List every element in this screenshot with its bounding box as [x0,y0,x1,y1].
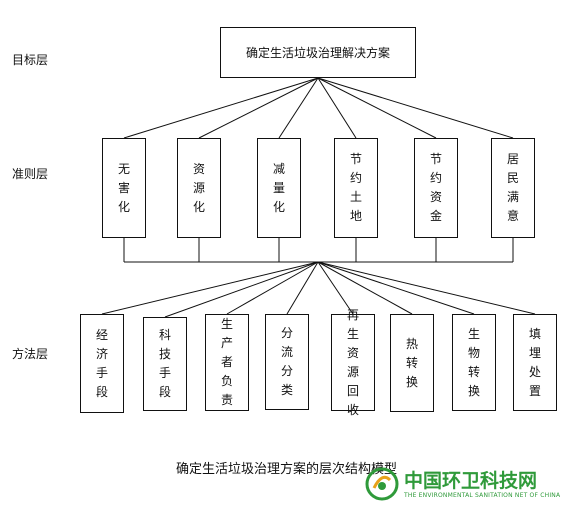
method-box: 生物转换 [452,314,496,411]
criteria-text: 资源化 [193,161,206,214]
criteria-text: 节约资金 [430,152,443,223]
method-box: 分流分类 [265,314,309,410]
method-text: 再生资源回收 [347,307,360,417]
criteria-text: 节约土地 [350,152,363,223]
method-box: 热转换 [390,314,434,412]
criteria-method-connector [317,261,475,315]
criteria-box: 节约土地 [334,138,378,238]
method-box: 填埋处置 [513,314,557,411]
goal-criteria-connector [317,77,437,139]
criteria-method-connector [317,261,536,315]
goal-layer-label: 目标层 [12,53,49,67]
method-text: 分流分类 [281,326,294,397]
criteria-box: 资源化 [177,138,221,238]
method-text: 热转换 [406,336,419,389]
watermark-subtitle: THE ENVIRONMENTAL SANITATION NET OF CHIN… [404,492,561,499]
criteria-layer-label: 准则层 [12,167,49,181]
criteria-box: 居民满意 [491,138,535,238]
watermark-title: 中国环卫科技网 [404,470,538,492]
criteria-box: 无害化 [102,138,146,238]
method-box: 科技手段 [143,317,187,411]
criteria-method-connector [317,261,354,315]
criteria-method-connector [286,261,319,315]
diagram-caption: 确定生活垃圾治理方案的层次结构模型 [175,462,397,477]
criteria-method-connector [164,261,319,318]
goal-criteria-connector [317,77,514,139]
method-layer-label: 方法层 [12,347,49,361]
criteria-text: 居民满意 [507,152,520,223]
method-box: 生产者负责 [205,314,249,411]
method-text: 生物转换 [468,326,481,398]
criteria-box: 节约资金 [414,138,458,238]
criteria-box: 减量化 [257,138,301,238]
criteria-method-connector [317,261,413,315]
goal-criteria-connector [278,77,319,139]
watermark-logo-icon [365,467,399,501]
goal-criteria-connector [317,77,357,139]
criteria-text: 减量化 [273,161,286,214]
method-box: 经济手段 [80,314,124,413]
criteria-method-connector [101,261,319,315]
goal-text: 确定生活垃圾治理解决方案 [245,46,390,60]
goal-criteria-connector [123,77,319,139]
method-text: 填埋处置 [529,326,542,398]
goal-box: 确定生活垃圾治理解决方案 [220,27,416,78]
method-box: 再生资源回收 [331,308,375,417]
criteria-method-connector [226,261,319,315]
goal-criteria-connector [198,77,319,139]
criteria-text: 无害化 [118,161,131,214]
method-text: 生产者负责 [221,317,234,407]
method-text: 经济手段 [96,327,109,399]
method-text: 科技手段 [159,328,172,399]
